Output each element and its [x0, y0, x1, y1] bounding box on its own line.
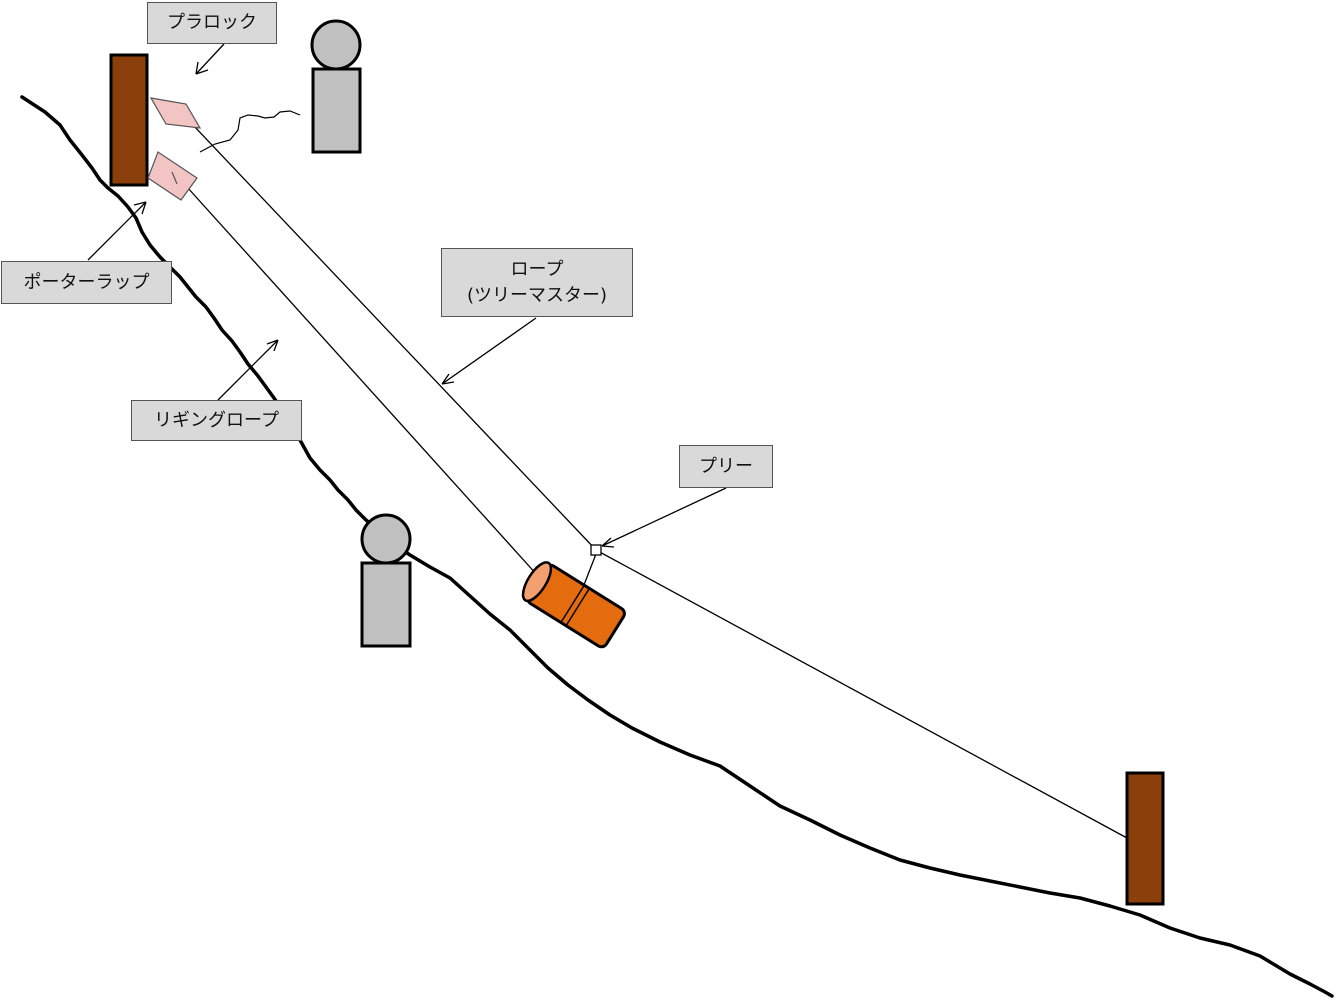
- lower-person-head: [360, 513, 412, 565]
- rigging-rope-line: [186, 186, 539, 577]
- rope-arrow: [441, 317, 537, 385]
- log-band-2: [565, 588, 590, 627]
- label-pulley-text: プリー: [699, 455, 753, 477]
- lower-tree: [1125, 771, 1165, 906]
- log: [521, 561, 626, 649]
- porta-wrap-arrow: [87, 201, 147, 261]
- upper-tree: [109, 53, 149, 187]
- lower-person-body: [360, 561, 412, 648]
- label-pulley: プリー: [679, 445, 773, 488]
- log-end: [521, 561, 553, 603]
- rigging-rope-arrow: [217, 339, 279, 401]
- label-rope-line2: (ツリーマスター): [466, 284, 608, 306]
- porta-wrap-divider: [171, 171, 178, 185]
- upper-person-head: [310, 19, 362, 71]
- label-prusik: プラロック: [147, 2, 277, 44]
- label-rigging-rope-text: リギングロープ: [154, 409, 279, 431]
- label-rope-line1: ロープ: [510, 258, 564, 280]
- upper-person-body: [311, 67, 362, 154]
- pulley-arrow: [601, 487, 727, 548]
- label-rope: ロープ (ツリーマスター): [441, 248, 633, 317]
- pulley-marker: [590, 544, 602, 556]
- label-porta-wrap-text: ポーターラップ: [23, 271, 150, 293]
- prusik-tail-rope: [199, 110, 301, 153]
- label-porta-wrap: ポーターラップ: [1, 261, 172, 304]
- porta-wrap-device: [147, 151, 198, 201]
- prusik-device: [149, 97, 202, 129]
- main-rope-upper: [192, 124, 597, 551]
- label-rigging-rope: リギングロープ: [131, 400, 302, 441]
- callout-arrows: [87, 43, 727, 548]
- label-prusik-text: プラロック: [167, 12, 257, 33]
- main-rope-lower: [595, 549, 1128, 839]
- prusik-arrow: [195, 43, 225, 75]
- log-band-1: [560, 584, 585, 623]
